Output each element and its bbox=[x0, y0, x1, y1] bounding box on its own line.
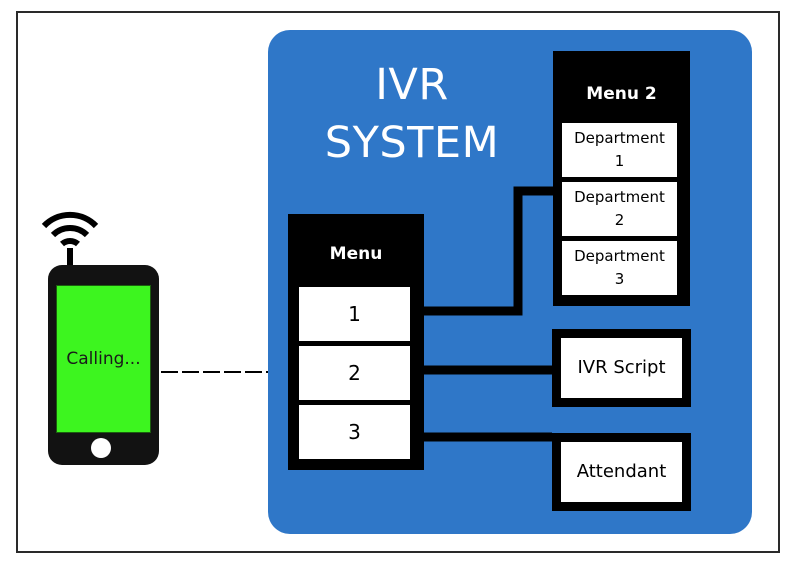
attendant-block: Attendant bbox=[552, 433, 691, 511]
department-3-label: Department bbox=[574, 247, 665, 265]
department-1-label: Department bbox=[574, 129, 665, 147]
menu2-title: Menu 2 bbox=[586, 84, 657, 104]
ivr-title-line2: SYSTEM bbox=[324, 118, 500, 168]
ivr-title-line1: IVR bbox=[375, 60, 449, 110]
menu2-block: Menu 2 Department 1 Department 2 Departm… bbox=[553, 51, 690, 306]
menu-block: Menu 1 2 3 bbox=[288, 214, 424, 470]
menu-title: Menu bbox=[329, 244, 383, 264]
ivr-system-title: IVR SYSTEM bbox=[302, 56, 522, 172]
phone-home-button[interactable] bbox=[91, 438, 111, 458]
phone-screen: Calling... bbox=[56, 285, 151, 433]
department-1-number: 1 bbox=[614, 152, 625, 170]
ivr-script-block: IVR Script bbox=[552, 329, 691, 407]
department-2-option[interactable]: Department 2 bbox=[562, 182, 677, 236]
menu-option-2[interactable]: 2 bbox=[299, 346, 410, 400]
wifi-signal-icon bbox=[41, 211, 99, 266]
department-2-number: 2 bbox=[614, 211, 625, 229]
department-3-number: 3 bbox=[614, 270, 625, 288]
menu-option-1[interactable]: 1 bbox=[299, 287, 410, 341]
department-2-label: Department bbox=[574, 188, 665, 206]
department-3-option[interactable]: Department 3 bbox=[562, 241, 677, 295]
attendant-label[interactable]: Attendant bbox=[561, 442, 682, 502]
department-1-option[interactable]: Department 1 bbox=[562, 123, 677, 177]
mobile-phone: Calling... bbox=[48, 265, 159, 465]
menu-option-3[interactable]: 3 bbox=[299, 405, 410, 459]
ivr-script-label[interactable]: IVR Script bbox=[561, 338, 682, 398]
